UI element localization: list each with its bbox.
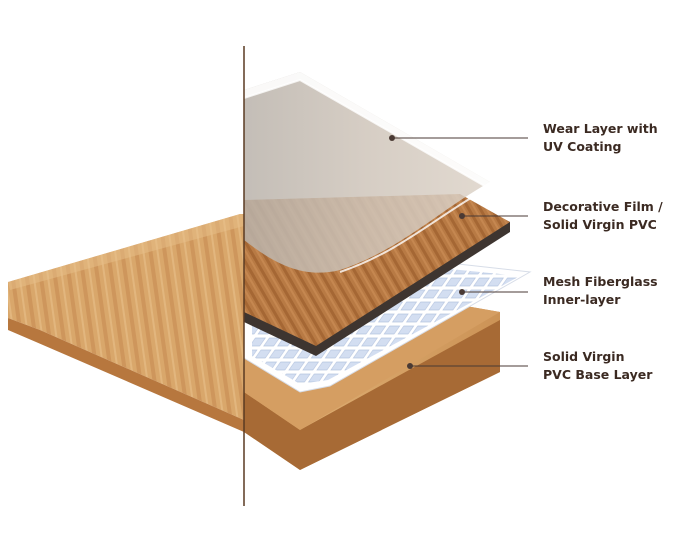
leader-dot bbox=[459, 213, 465, 219]
label-mesh: Mesh Fiberglass Inner-layer bbox=[543, 273, 658, 309]
label-decorative-film: Decorative Film / Solid Virgin PVC bbox=[543, 198, 663, 234]
leader-base bbox=[407, 363, 528, 369]
label-mesh-line2: Inner-layer bbox=[543, 292, 621, 307]
assembled-board bbox=[8, 214, 244, 432]
leader-decorative bbox=[459, 213, 528, 219]
label-wear-layer: Wear Layer with UV Coating bbox=[543, 120, 658, 156]
leader-dot bbox=[459, 289, 465, 295]
label-base: Solid Virgin PVC Base Layer bbox=[543, 348, 652, 384]
leader-dot bbox=[389, 135, 395, 141]
label-base-line2: PVC Base Layer bbox=[543, 367, 653, 382]
label-decorative-line2: Solid Virgin PVC bbox=[543, 217, 657, 232]
label-base-line1: Solid Virgin bbox=[543, 349, 625, 364]
leader-mesh bbox=[459, 289, 528, 295]
label-wear-line1: Wear Layer with bbox=[543, 121, 658, 136]
label-decorative-line1: Decorative Film / bbox=[543, 199, 663, 214]
label-mesh-line1: Mesh Fiberglass bbox=[543, 274, 658, 289]
wear-layer bbox=[243, 72, 491, 273]
label-wear-line2: UV Coating bbox=[543, 139, 622, 154]
leader-wear bbox=[389, 135, 528, 141]
leader-dot bbox=[407, 363, 413, 369]
